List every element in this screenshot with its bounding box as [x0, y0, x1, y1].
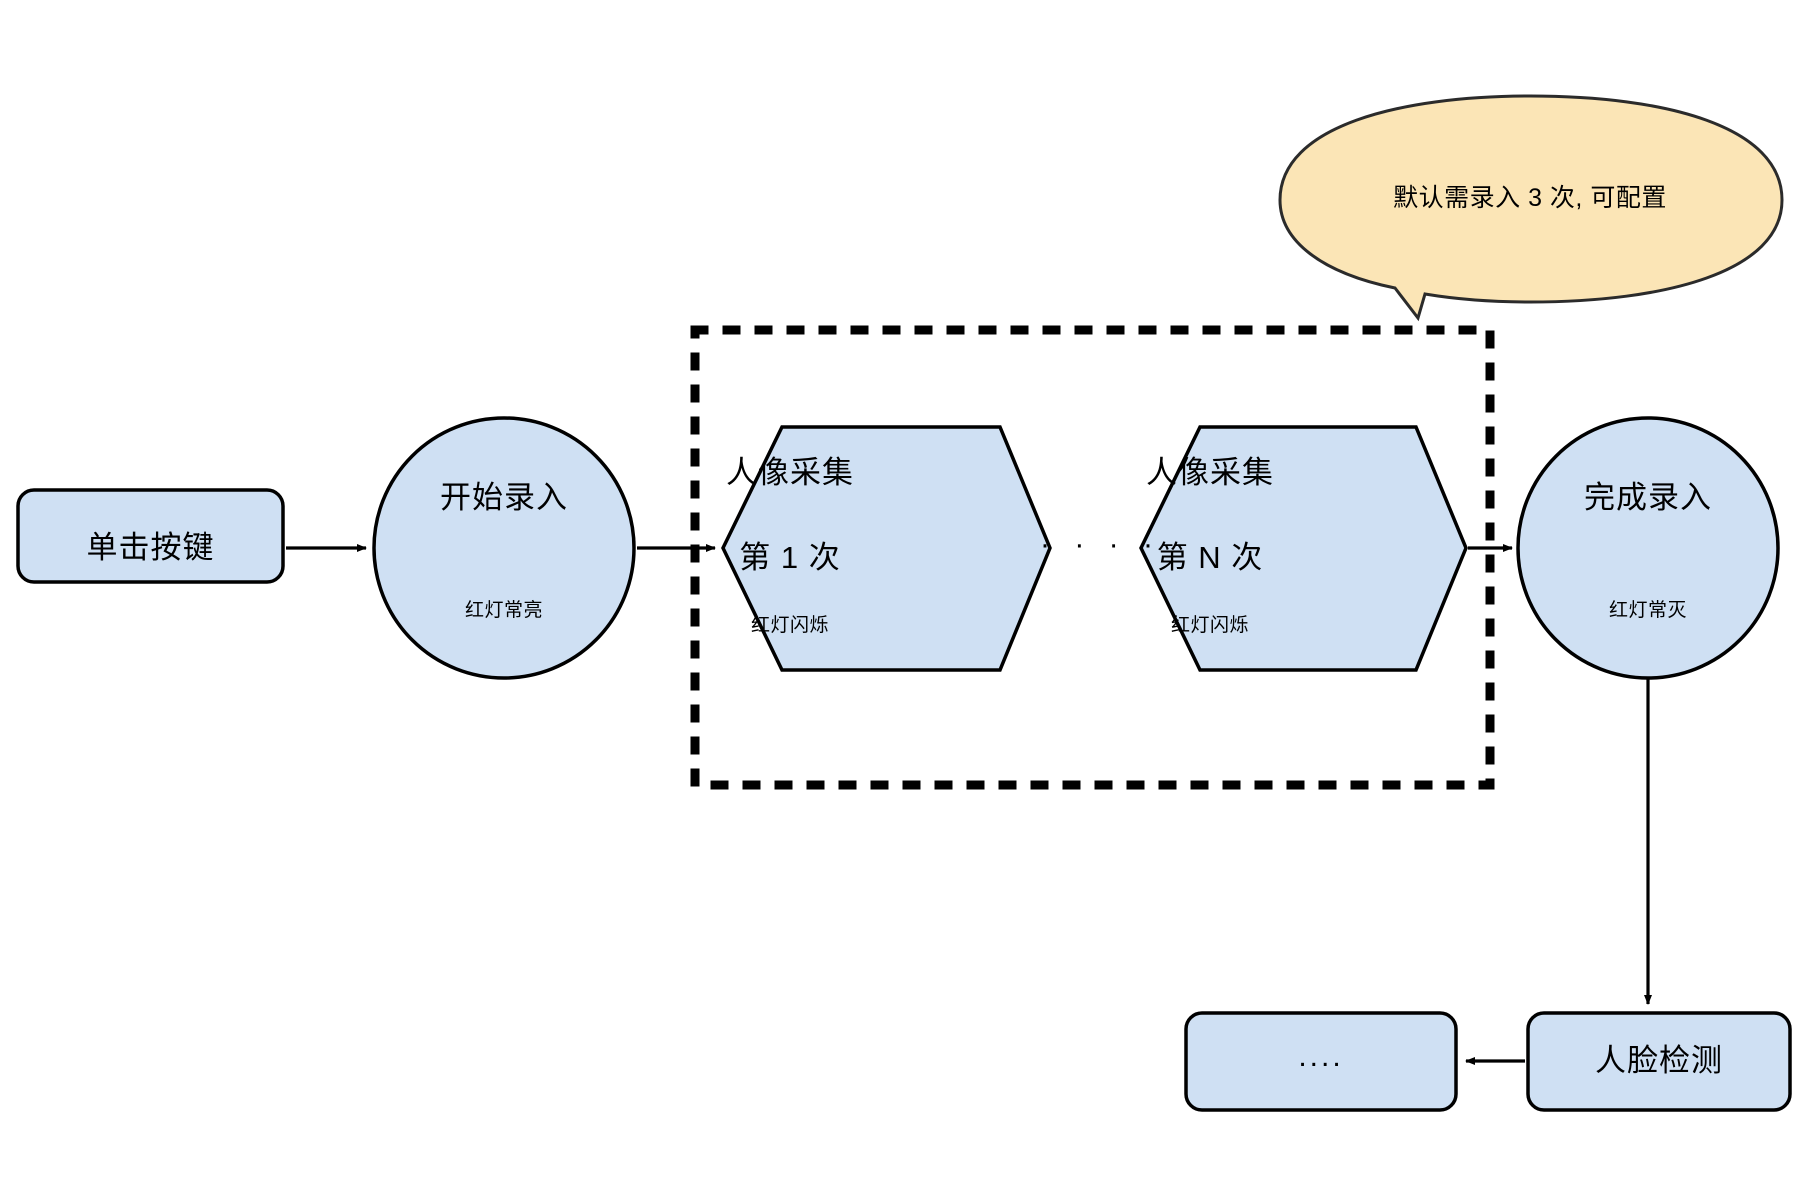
node-face-detect[interactable]: [1528, 1013, 1790, 1110]
node-click-button-shape[interactable]: [16, 488, 285, 584]
node-more-steps-shape[interactable]: [1184, 1011, 1458, 1112]
node-capture-nth[interactable]: [1141, 427, 1466, 670]
node-face-detect-shape[interactable]: [1526, 1011, 1792, 1112]
node-start-enroll[interactable]: [374, 418, 634, 678]
capture-loop-group-box: [690, 325, 1495, 790]
node-capture-nth-shape[interactable]: [1139, 425, 1468, 672]
node-capture-first[interactable]: [723, 427, 1050, 670]
callout-bubble[interactable]: [1280, 96, 1782, 318]
callout-bubble-shape: [1278, 94, 1784, 322]
node-start-enroll-shape[interactable]: [372, 416, 636, 680]
node-finish-enroll[interactable]: [1518, 418, 1778, 678]
node-more-steps[interactable]: [1186, 1013, 1456, 1110]
node-click-button[interactable]: [18, 490, 283, 582]
node-capture-first-shape[interactable]: [721, 425, 1052, 672]
